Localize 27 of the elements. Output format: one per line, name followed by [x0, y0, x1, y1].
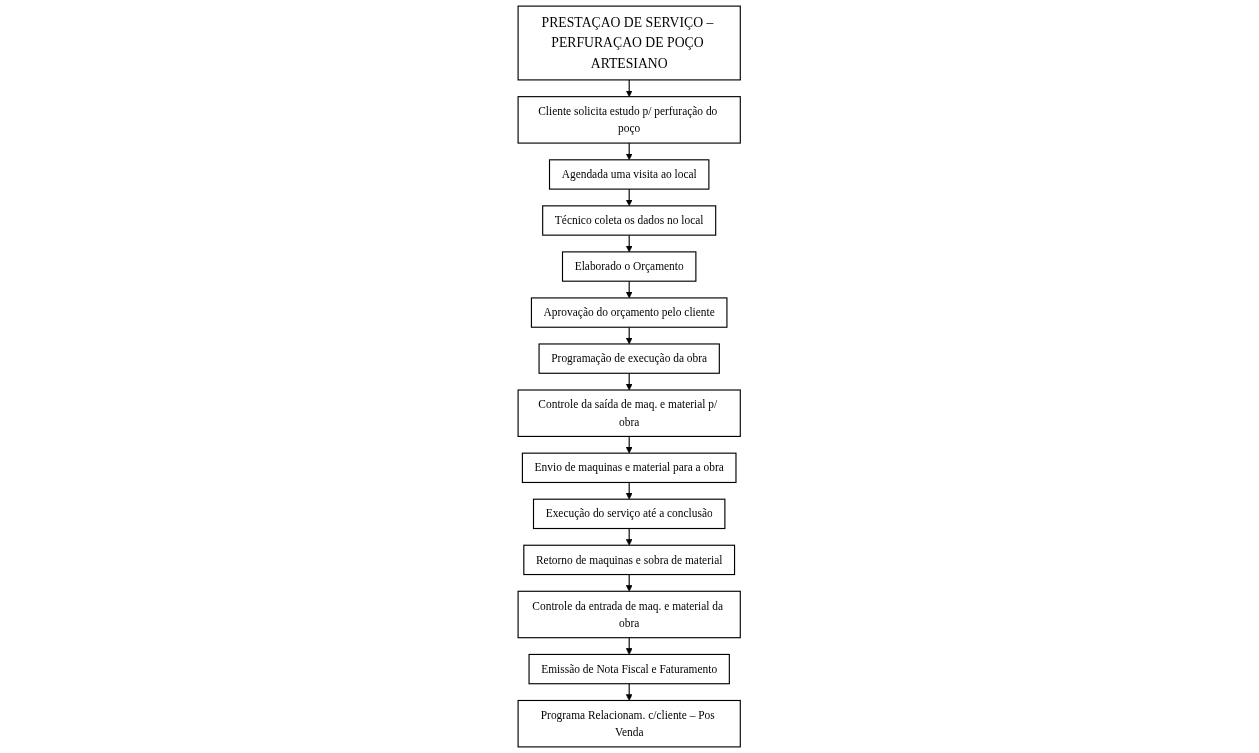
node-box: Técnico coleta os dados no local — [542, 205, 717, 236]
node-box: Controle da entrada de maq. e material da obra — [517, 590, 742, 639]
arrow — [626, 326, 633, 345]
node-box: Controle da saída de maq. e material p/ obra — [517, 389, 742, 437]
arrow — [626, 234, 633, 253]
node-box: Envio de maquinas e material para a obra — [522, 452, 737, 484]
arrow — [626, 188, 633, 207]
node-box: PRESTAÇAO DE SERVIÇO – PERFURAÇAO DE POÇO ARTESIANO — [517, 5, 742, 81]
node-box: Programa Relacionam. c/cliente – Pos Venda — [517, 699, 742, 748]
node-box: Programação de execução da obra — [538, 343, 721, 374]
arrow — [626, 573, 633, 592]
node-box: Execução do serviço até a conclusão — [533, 498, 726, 530]
arrow — [626, 481, 633, 500]
node-box: Agendada uma visita ao local — [549, 159, 710, 190]
arrow — [626, 435, 633, 454]
node-box: Elaborado o Orçamento — [562, 251, 697, 282]
node-box: Cliente solicita estudo p/ perfuração do poço — [517, 96, 742, 144]
arrow — [626, 280, 633, 299]
arrow — [626, 527, 633, 546]
arrow — [626, 637, 633, 655]
arrow — [626, 683, 633, 701]
arrow — [626, 372, 633, 391]
node-box: Aprovação do orçamento pelo cliente — [531, 297, 728, 328]
node-box: Retorno de maquinas e sobra de material — [523, 544, 736, 576]
node-box: Emissão de Nota Fiscal e Faturamento — [528, 653, 731, 685]
arrow — [626, 142, 633, 161]
arrow — [626, 79, 633, 97]
